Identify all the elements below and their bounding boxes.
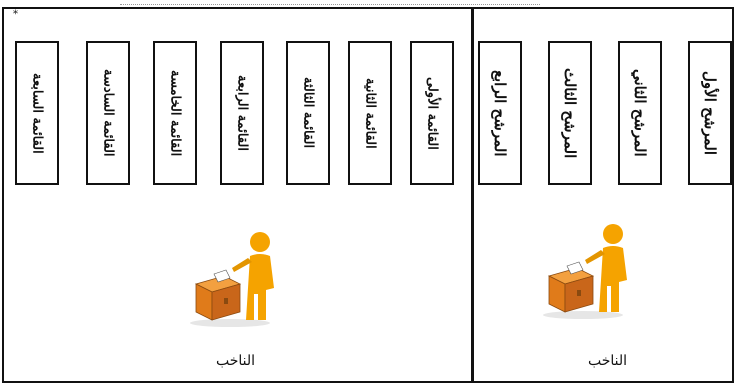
voter-label-left: الناخب	[216, 353, 256, 369]
list-label-1: القائمة الأولى	[424, 76, 440, 150]
list-label-2: القائمة الثانية	[362, 77, 378, 149]
candidate-label-2: المرشح الثاني	[631, 69, 649, 157]
candidate-box-3: المرشح الثالث	[548, 41, 592, 185]
candidate-box-4: المرشح الرابع	[478, 41, 522, 185]
list-box-5: القائمة الخامسة	[153, 41, 197, 185]
list-label-6: القائمة السادسة	[100, 69, 116, 157]
list-box-4: القائمة الرابعة	[220, 41, 264, 185]
voter-label-right: الناخب	[588, 353, 628, 369]
cropped-heading-line	[120, 0, 540, 5]
list-label-5: القائمة الخامسة	[167, 69, 183, 157]
list-label-7: القائمة السابعة	[29, 72, 45, 154]
voter-with-ballot-box-illustration	[543, 224, 627, 319]
candidate-label-1: المرشح الأول	[701, 70, 719, 156]
candidate-label-3: المرشح الثالث	[561, 67, 579, 159]
candidate-box-1: المرشح الأول	[688, 41, 732, 185]
diagram-frame	[2, 7, 734, 383]
list-box-3: القائمة الثالثة	[286, 41, 330, 185]
voter-with-ballot-box-illustration	[190, 232, 274, 327]
list-box-1: القائمة الأولى	[410, 41, 454, 185]
top-marker: *	[13, 9, 18, 20]
list-box-7: القائمة السابعة	[15, 41, 59, 185]
panel-divider	[471, 7, 474, 383]
list-box-2: القائمة الثانية	[348, 41, 392, 185]
list-box-6: القائمة السادسة	[86, 41, 130, 185]
list-label-3: القائمة الثالثة	[300, 77, 316, 149]
candidate-label-4: المرشح الرابع	[491, 69, 509, 157]
candidate-box-2: المرشح الثاني	[618, 41, 662, 185]
list-label-4: القائمة الرابعة	[234, 75, 250, 151]
